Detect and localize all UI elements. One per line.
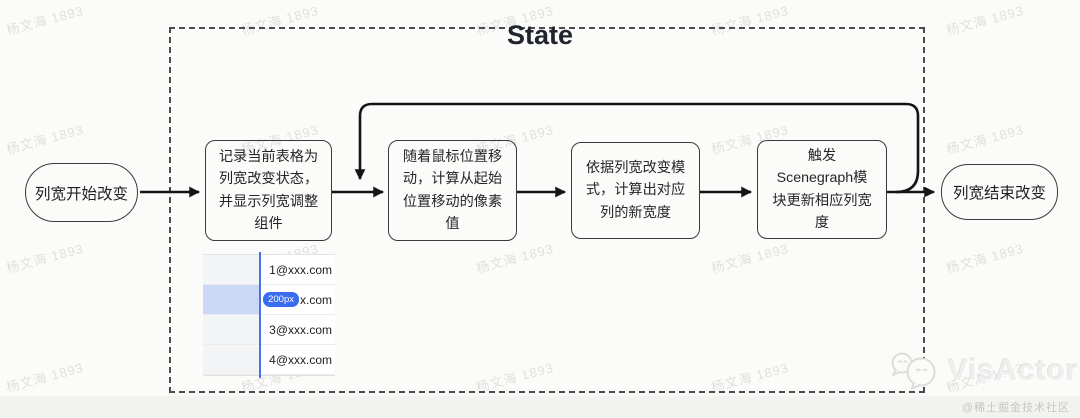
state-title: State	[506, 20, 574, 50]
email-cell: 4@xxx.com	[260, 345, 335, 374]
start-node-label: 列宽开始改变	[34, 185, 128, 203]
row-header-cell	[203, 255, 260, 284]
watermark-text: 杨文海 1893	[4, 359, 86, 396]
email-text: 3@xxx.com	[269, 322, 332, 337]
watermark-text: 杨文海 1893	[4, 240, 86, 277]
visactor-logo: VisActor	[888, 348, 1079, 394]
email-text: x.com	[299, 292, 332, 307]
process-step-record-state: 记录当前表格为 列宽改变状态， 并显示列宽调整 组件	[205, 140, 332, 241]
email-cell: 1@xxx.com	[260, 255, 335, 284]
row-header-cell-highlighted	[203, 285, 260, 314]
watermark-text: 杨文海 1893	[944, 121, 1026, 158]
footer-bar: @稀土掘金技术社区	[0, 396, 1080, 418]
email-text: 4@xxx.com	[269, 352, 332, 367]
footer-credit: @稀土掘金技术社区	[961, 402, 1070, 414]
table-row: 3@xxx.com	[203, 315, 335, 345]
end-node: 列宽结束改变	[941, 164, 1058, 220]
table-row: 200px x.com	[203, 285, 335, 315]
chat-bubbles-icon	[891, 352, 936, 390]
table-preview: 1@xxx.com 200px x.com 3@xxx.com 4@xxx.co…	[203, 252, 335, 378]
email-cell: 200px x.com	[260, 285, 335, 314]
watermark-text: 杨文海 1893	[4, 121, 86, 158]
column-resize-line	[259, 252, 261, 378]
end-node-label: 列宽结束改变	[952, 185, 1046, 202]
process-step-track-mouse: 随着鼠标位置移 动，计算从起始 位置移动的像素 值	[388, 140, 517, 241]
state-dashed-container	[169, 27, 925, 393]
table-row: 4@xxx.com	[203, 345, 335, 375]
process-step-compute-width: 依据列宽改变模 式，计算出对应 列的新宽度	[571, 142, 700, 239]
visactor-logo-text: VisActor	[948, 354, 1079, 387]
row-header-cell	[203, 345, 260, 374]
width-badge: 200px	[263, 291, 299, 308]
table-row: 1@xxx.com	[203, 255, 335, 285]
email-text: 1@xxx.com	[269, 262, 332, 277]
row-header-cell	[203, 315, 260, 344]
watermark-text: 杨文海 1893	[944, 240, 1026, 277]
email-cell: 3@xxx.com	[260, 315, 335, 344]
start-node: 列宽开始改变	[25, 163, 138, 222]
process-step-update-scenegraph: 触发 Scenegraph模 块更新相应列宽 度	[757, 140, 887, 239]
